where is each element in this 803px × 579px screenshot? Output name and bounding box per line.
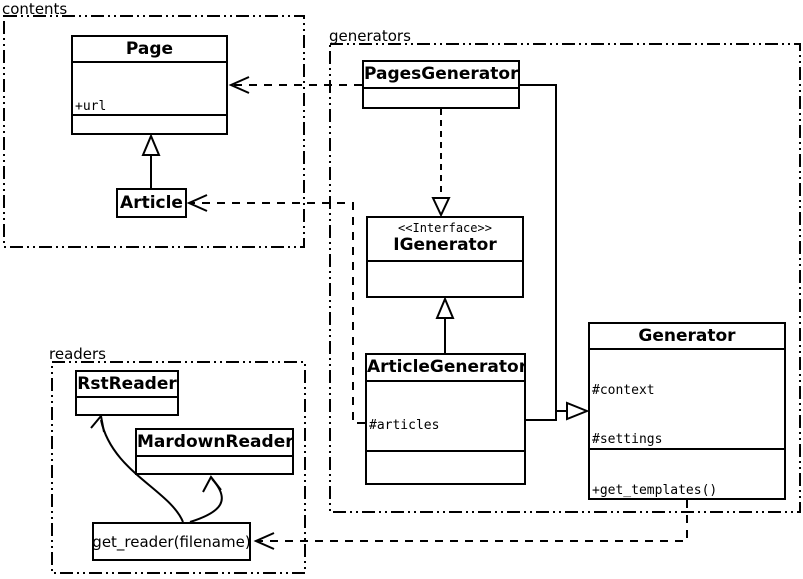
contents-package-border xyxy=(3,15,305,248)
class-box-generator: Generator #context #settings #path #them… xyxy=(588,322,786,500)
attribute: #articles xyxy=(369,418,440,433)
class-attributes: #articles #dates #tags #categories xyxy=(367,380,524,450)
open-arrowhead-rstreader xyxy=(90,413,105,433)
class-title: Article xyxy=(120,193,183,213)
inheritance-triangle-igenerator xyxy=(435,296,455,319)
function-box-get-reader: get_reader(filename) xyxy=(92,522,251,561)
class-methods: +generate_context() +generate_output() xyxy=(368,260,522,296)
class-stereotype: <<Interface>> xyxy=(398,221,492,235)
class-box-igenerator: <<Interface>> IGenerator +generate_conte… xyxy=(366,216,524,298)
edge-get-reader-to-rstreader xyxy=(100,419,184,523)
class-title: Page xyxy=(125,39,174,59)
class-header: <<Interface>> IGenerator xyxy=(368,218,522,260)
edge-dependency-to-get-reader xyxy=(258,500,688,542)
class-title: IGenerator xyxy=(393,235,497,255)
attribute: +url xyxy=(75,99,107,114)
class-methods: +read() xyxy=(77,396,177,414)
edge-pagesgenerator-to-generator xyxy=(519,84,567,412)
attribute: #context xyxy=(592,383,655,399)
edge-articlegenerator-to-generator xyxy=(525,411,557,421)
attribute: #settings xyxy=(592,432,663,448)
edge-dependency-to-article xyxy=(191,202,365,424)
open-arrowhead-mardownreader xyxy=(202,475,222,493)
open-arrowhead-article xyxy=(186,194,208,212)
class-attributes: +url +slug +summary xyxy=(73,61,226,114)
method: +generate_context() xyxy=(370,295,520,296)
class-box-article: Article xyxy=(116,188,187,218)
class-methods: +generate_feeds() +generate_pages() xyxy=(367,450,524,483)
function-label: get_reader(filename) xyxy=(92,532,251,551)
class-title: ArticleGenerator xyxy=(367,357,524,377)
class-box-rst-reader: RstReader +read() xyxy=(75,370,179,416)
class-methods: +check_properties() xyxy=(73,114,226,133)
readers-package-border xyxy=(51,361,306,574)
realization-triangle-igenerator xyxy=(431,197,451,218)
class-title: Generator xyxy=(638,326,736,346)
class-methods: +get_templates() +get_files(path,exclude… xyxy=(590,448,784,498)
package-label-readers: readers xyxy=(49,345,106,363)
inheritance-triangle-page xyxy=(141,133,161,156)
generators-package-border xyxy=(329,43,801,513)
package-label-generators: generators xyxy=(329,27,411,45)
class-title: MardownReader xyxy=(137,432,292,452)
open-arrowhead-page xyxy=(228,76,250,94)
class-title: RstReader xyxy=(77,374,177,394)
class-box-article-generator: ArticleGenerator #articles #dates #tags … xyxy=(365,353,526,485)
class-box-mardown-reader: MardownReader +read() xyxy=(135,428,294,475)
class-title: PagesGenerator xyxy=(364,64,518,84)
open-arrowhead-get-reader xyxy=(253,532,275,550)
class-box-pages-generator: PagesGenerator #pages xyxy=(362,60,520,109)
class-methods: +read() xyxy=(137,455,292,473)
method: +get_templates() xyxy=(592,482,718,498)
package-label-contents: contents xyxy=(2,0,68,18)
class-attributes: #context #settings #path #theme #output_… xyxy=(590,348,784,448)
class-box-page: Page +url +slug +summary +check_properti… xyxy=(71,35,228,135)
inheritance-triangle-generator xyxy=(566,401,590,421)
class-attributes: #pages xyxy=(364,87,518,107)
